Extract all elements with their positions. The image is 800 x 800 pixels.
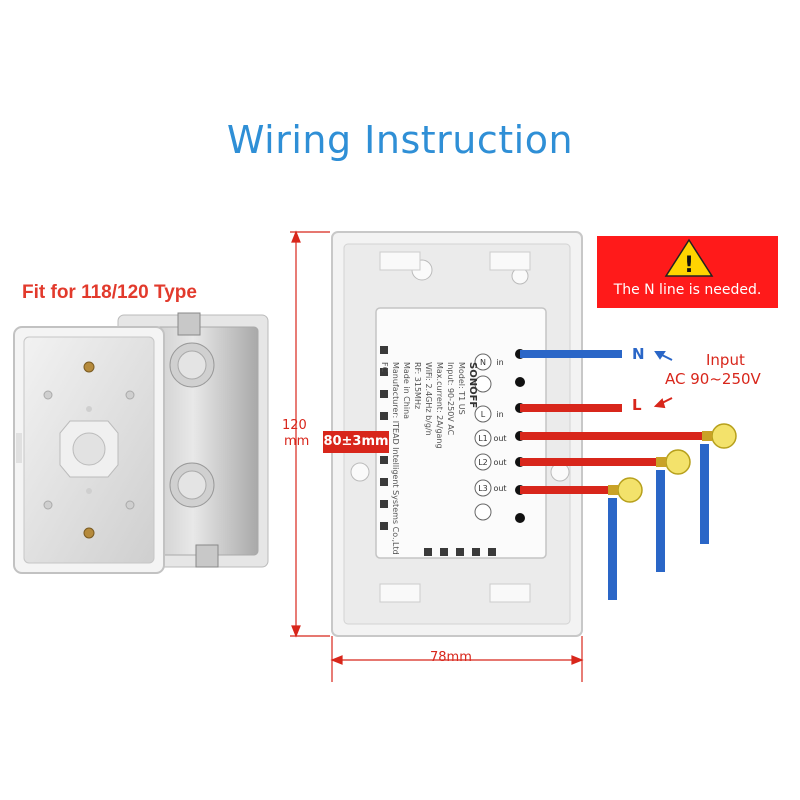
depth-label: 80±3mm — [323, 431, 389, 453]
plastic-box-front — [13, 326, 165, 574]
terminal-role: out — [493, 484, 506, 493]
terminal-label: L1 — [478, 434, 488, 443]
dimension-height — [290, 230, 330, 638]
terminal-role: in — [496, 410, 503, 419]
voltage-label: AC 90~250V — [665, 370, 761, 388]
terminal-role: out — [493, 458, 506, 467]
load-wire-1 — [520, 432, 710, 544]
wall-box-illustration — [13, 312, 269, 574]
terminal-role: in — [496, 358, 503, 367]
height-unit: mm — [284, 434, 310, 449]
terminal-label: N — [480, 358, 486, 367]
dimension-width — [330, 636, 584, 682]
arrow-left-icon — [653, 397, 673, 409]
warning-symbol: ! — [684, 253, 694, 278]
live-label: L — [632, 396, 642, 414]
terminal-label: L — [481, 410, 486, 419]
arrow-left-icon — [654, 351, 673, 361]
bulb-icon — [702, 423, 737, 449]
bulb-icon — [656, 449, 691, 475]
input-label: Input — [706, 351, 745, 369]
bulb-icon — [608, 477, 643, 503]
load-wire-3 — [520, 486, 617, 600]
terminal-label: L3 — [478, 484, 488, 493]
live-wire — [520, 404, 622, 412]
warning-icon: ! — [664, 238, 714, 278]
terminal-role: out — [493, 434, 506, 443]
neutral-label: N — [632, 345, 645, 363]
switch-module — [375, 307, 547, 559]
warning-text: The N line is needed. — [613, 282, 762, 298]
page-title: Wiring Instruction — [226, 118, 574, 162]
neutral-wire — [520, 350, 622, 358]
width-label: 78mm — [430, 650, 472, 665]
fit-type-label: Fit for 118/120 Type — [22, 282, 197, 303]
height-value: 120 — [282, 418, 307, 433]
terminal-label: L2 — [478, 458, 488, 467]
load-wire-2 — [520, 458, 665, 572]
